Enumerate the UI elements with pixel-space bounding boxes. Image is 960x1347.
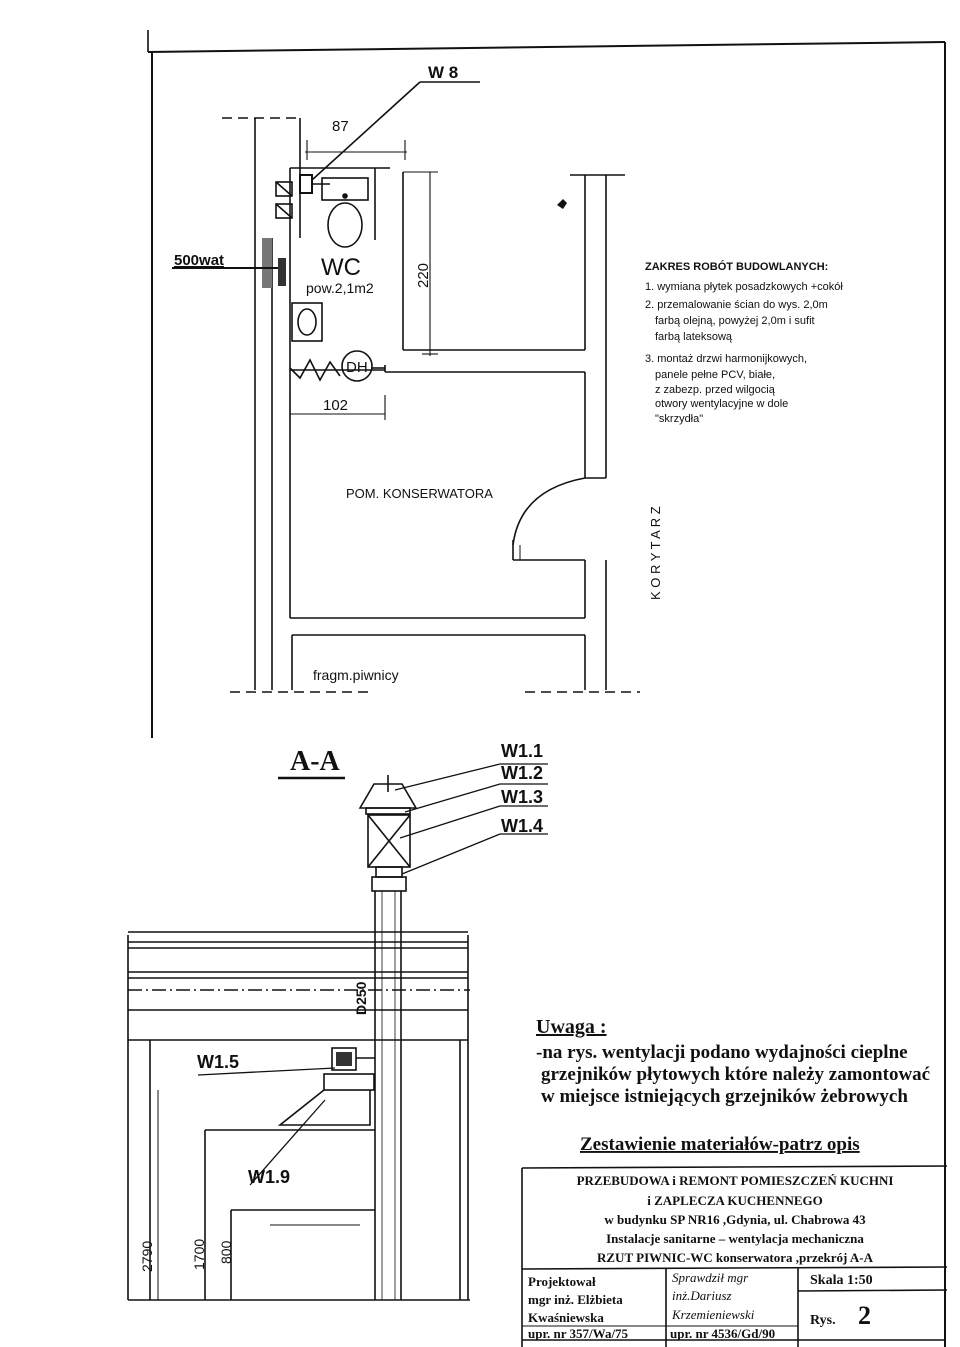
sheet-label: Rys. [810,1313,836,1328]
works-title: ZAKRES ROBÓT BUDOWLANYCH: [645,260,828,273]
label-w1-1: W1.1 [501,741,543,761]
dim-800: 800 [218,1240,234,1264]
tb-line-2: i ZAPLECZA KUCHENNEGO [647,1193,823,1208]
section-leaders [197,763,548,1186]
dim-102: 102 [323,397,348,414]
note-title: Uwaga : [536,1016,607,1038]
works-line: 2. przemalowanie ścian do wys. 2,0m [645,299,828,311]
checker-title: inż.Dariusz [672,1288,732,1303]
tb-line-1: PRZEBUDOWA i REMONT POMIESZCZEŃ KUCHNI [577,1173,894,1188]
works-line: otwory wentylacyjne w dole [655,398,788,410]
note-line-3: w miejsce istniejących grzejników żebrow… [541,1086,908,1107]
note-line-1: -na rys. wentylacji podano wydajności ci… [536,1042,908,1063]
label-w1-3: W1.3 [501,787,543,807]
wc-area: pow.2,1m2 [306,280,374,296]
works-line: "skrzydła" [655,413,703,425]
corridor-label: K O R Y T A R Z [648,506,663,600]
sheet-frame [147,30,946,1347]
note-line-2: grzejników płytowych które należy zamont… [541,1064,930,1085]
dim-87: 87 [332,118,349,135]
section-title: A-A [290,746,341,777]
checker-name: Krzemieniewski [671,1307,755,1322]
tb-line-4: Instalacje sanitarne – wentylacja mechan… [606,1231,864,1246]
tb-line-3: w budynku SP NR16 ,Gdynia, ul. Chabrowa … [604,1212,866,1227]
section-drawing [127,775,470,1301]
title-block [521,1165,948,1347]
conservator-room-label: POM. KONSERWATORA [346,486,493,501]
designer-licence: upr. nr 357/Wa/75 [528,1326,629,1341]
dim-220: 220 [415,263,432,288]
tb-line-5: RZUT PIWNIC-WC konserwatora ,przekrój A-… [597,1250,874,1265]
designer-name: Kwaśniewska [528,1310,604,1325]
wc-title: WC [321,254,361,281]
works-line: 3. montaż drzwi harmonijkowych, [645,353,807,365]
floor-plan [222,117,640,693]
works-line: farbą lateksową [655,331,733,343]
note: Uwaga : -na rys. wentylacji podano wydaj… [536,1016,930,1155]
materials-note: Zestawienie materiałów-patrz opis [580,1134,860,1155]
designer-title: mgr inż. Elżbieta [528,1292,623,1307]
label-w1-4: W1.4 [501,816,543,836]
works-line: farbą olejną, powyżej 2,0m i sufit [655,315,815,327]
dimensions-section: D250 2790 1700 800 [139,981,369,1272]
designer-role: Projektował [528,1274,596,1289]
works-line: 1. wymiana płytek posadzkowych +cokół [645,281,843,293]
checker-licence: upr. nr 4536/Gd/90 [670,1326,775,1341]
label-w1-9: W1.9 [248,1167,290,1187]
dim-d250: D250 [353,981,369,1015]
works-line: z zabezp. przed wilgocią [655,384,776,396]
scale-label: Skala 1:50 [810,1273,873,1288]
basement-label: fragm.piwnicy [313,667,399,683]
sheet-number: 2 [858,1301,871,1330]
checker-role: Sprawdził mgr [672,1270,749,1285]
works-line: panele pełne PCV, białe, [655,369,775,381]
dh-label: DH [346,359,368,376]
w8-label: W 8 [428,63,458,82]
heater-label: 500wat [174,252,224,269]
label-w1-5: W1.5 [197,1052,239,1072]
dim-2790: 2790 [139,1241,155,1272]
w8-leader: W 8 [311,63,480,181]
dim-1700: 1700 [191,1239,207,1270]
label-w1-2: W1.2 [501,763,543,783]
dimensions-plan: 87 220 102 [289,118,438,420]
works-list: ZAKRES ROBÓT BUDOWLANYCH: 1. wymiana pły… [645,260,843,425]
